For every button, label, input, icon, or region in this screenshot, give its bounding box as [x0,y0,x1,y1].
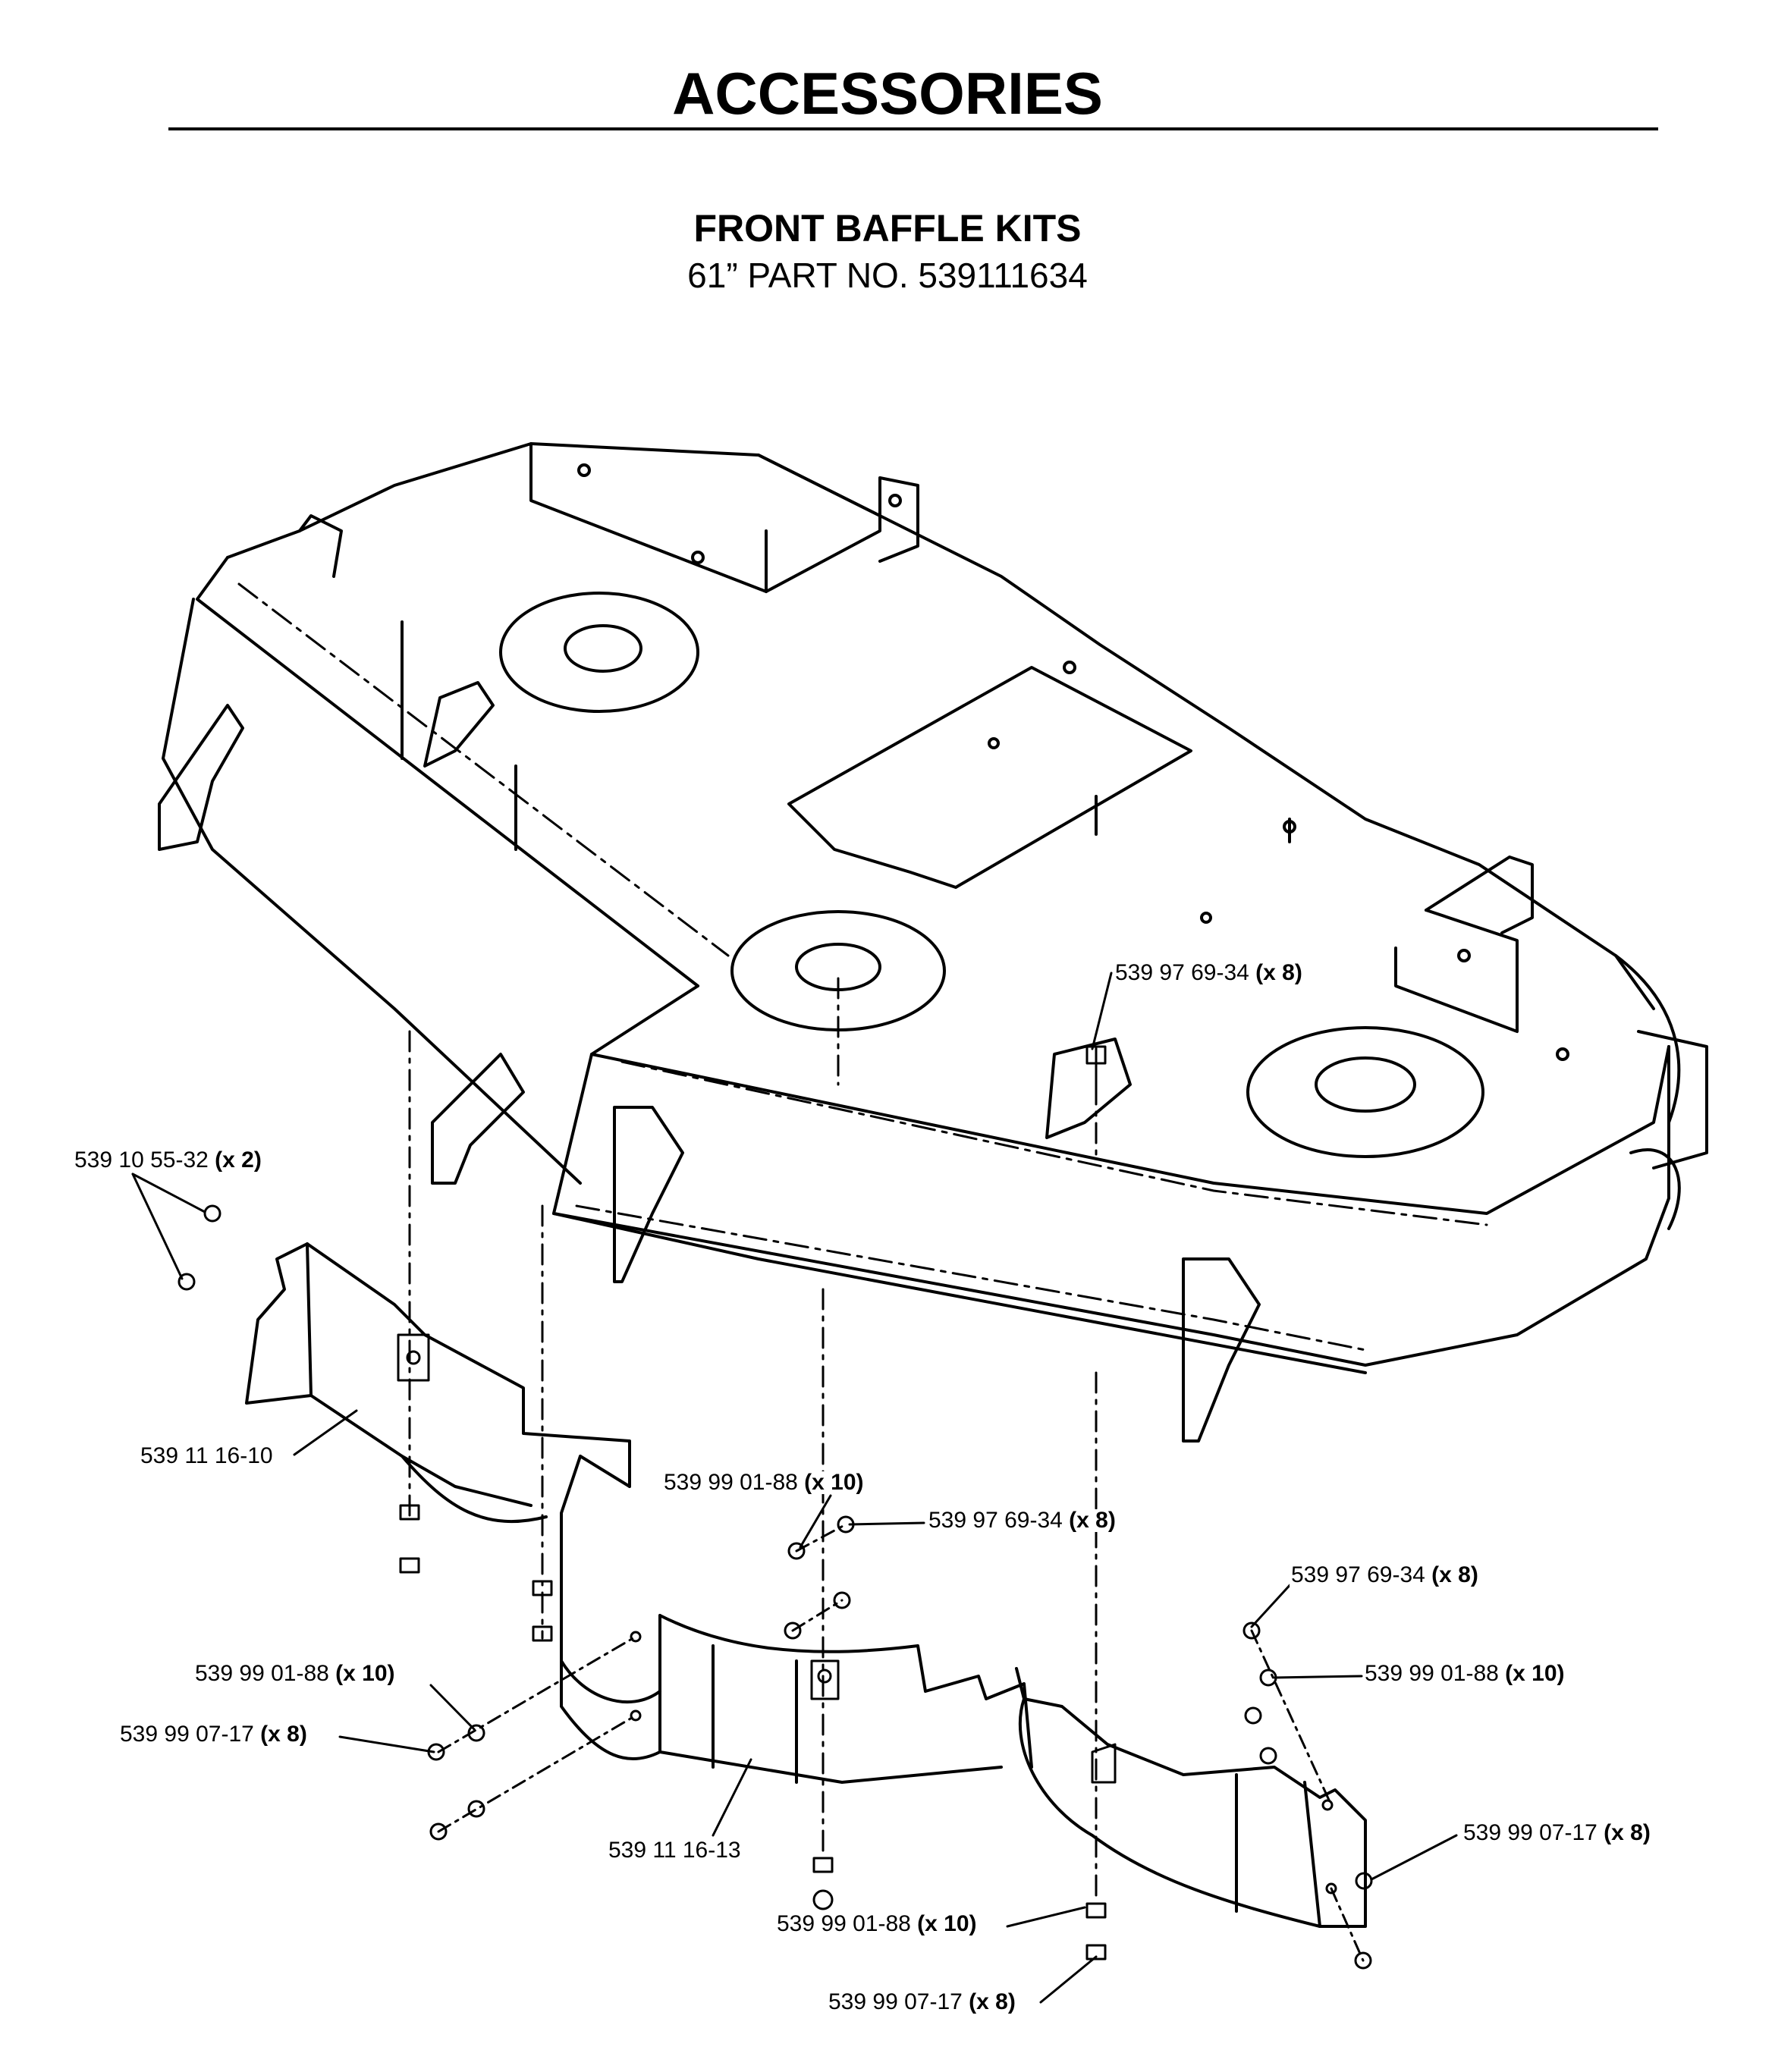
callout-539-99-01-88-left: 539 99 01-88 (x 10) [193,1661,397,1686]
kit-title: FRONT BAFFLE KITS [693,207,1082,250]
kit-part-number: 61” PART NO. 539111634 [687,256,1088,295]
center-baffle [560,1455,1033,1784]
right-baffle [1015,1667,1367,1928]
page-title: ACCESSORIES [672,60,1103,127]
callout-539-10-55-32: 539 10 55-32 (x 2) [73,1147,263,1173]
leader-lines [131,972,1458,2004]
callout-539-11-16-10: 539 11 16-10 [139,1443,275,1468]
callout-539-99-01-88-bottom: 539 99 01-88 (x 10) [775,1911,979,1936]
callout-539-99-01-88-center: 539 99 01-88 (x 10) [662,1470,866,1495]
callout-539-97-69-34-upper: 539 97 69-34 (x 8) [1114,960,1304,985]
callout-539-99-07-17-bottom: 539 99 07-17 (x 8) [827,1989,1017,2014]
callout-539-11-16-13: 539 11 16-13 [607,1838,743,1863]
title-rule [168,127,1658,130]
callout-539-97-69-34-right: 539 97 69-34 (x 8) [1290,1562,1480,1587]
callout-539-99-01-88-right: 539 99 01-88 (x 10) [1363,1661,1566,1686]
callout-539-99-07-17-left: 539 99 07-17 (x 8) [118,1722,309,1747]
callout-539-99-07-17-right: 539 99 07-17 (x 8) [1462,1820,1652,1845]
mower-deck [158,442,1708,1443]
assembly-lines [408,977,1098,1898]
hardware [178,1045,1373,1970]
left-baffle [245,1242,631,1524]
callout-539-97-69-34-center: 539 97 69-34 (x 8) [927,1508,1117,1533]
